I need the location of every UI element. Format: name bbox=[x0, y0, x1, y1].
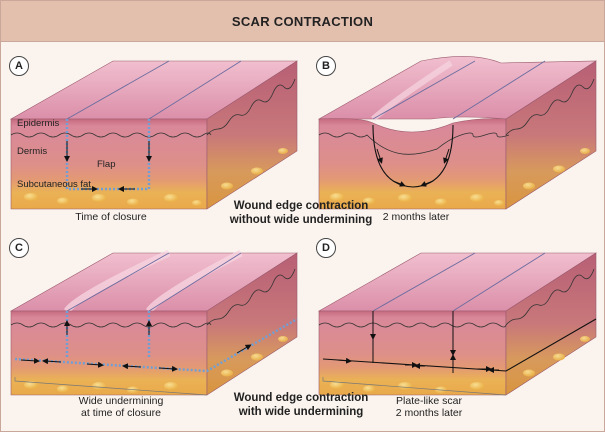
center-label-top-line2: without wide undermining bbox=[229, 214, 373, 226]
panel-d-caption-line1: Plate-like scar bbox=[396, 395, 462, 407]
center-label-bottom-line2: with wide undermining bbox=[238, 406, 364, 418]
panel-d-label: D bbox=[316, 238, 336, 258]
panel-c-label: C bbox=[9, 238, 29, 258]
panel-d-block bbox=[317, 252, 598, 396]
panel-c-caption-line1: Wide undermining bbox=[78, 395, 164, 407]
panel-c-side-face bbox=[206, 252, 298, 396]
panel-b-block bbox=[317, 56, 598, 210]
figure-title: SCAR CONTRACTION bbox=[1, 1, 604, 41]
panel-c-caption-line2: at time of closure bbox=[81, 407, 161, 419]
panel-b-side-face bbox=[505, 60, 597, 210]
panel-a-caption: Time of closure bbox=[75, 211, 147, 223]
panel-a-block bbox=[9, 60, 299, 210]
center-label-bottom-line1: Wound edge contraction bbox=[233, 392, 369, 404]
panel-c-block bbox=[9, 249, 299, 396]
panel-a-side-face bbox=[206, 60, 298, 210]
panel-a-label: A bbox=[9, 56, 29, 76]
flap-label: Flap bbox=[97, 159, 116, 170]
panel-b-front-face bbox=[318, 118, 507, 210]
panel-b-caption: 2 months later bbox=[382, 211, 450, 223]
epidermis-label: Epidermis bbox=[17, 118, 60, 129]
panel-b-label: B bbox=[316, 56, 336, 76]
panel-d-side-face bbox=[505, 252, 597, 396]
panel-d-caption-line2: 2 months later bbox=[395, 407, 463, 419]
header-divider bbox=[1, 41, 604, 42]
dermis-label: Dermis bbox=[17, 146, 48, 157]
subcutaneous-fat-label: Subcutaneous fat bbox=[17, 179, 91, 190]
center-label-top-line1: Wound edge contraction bbox=[233, 200, 369, 212]
